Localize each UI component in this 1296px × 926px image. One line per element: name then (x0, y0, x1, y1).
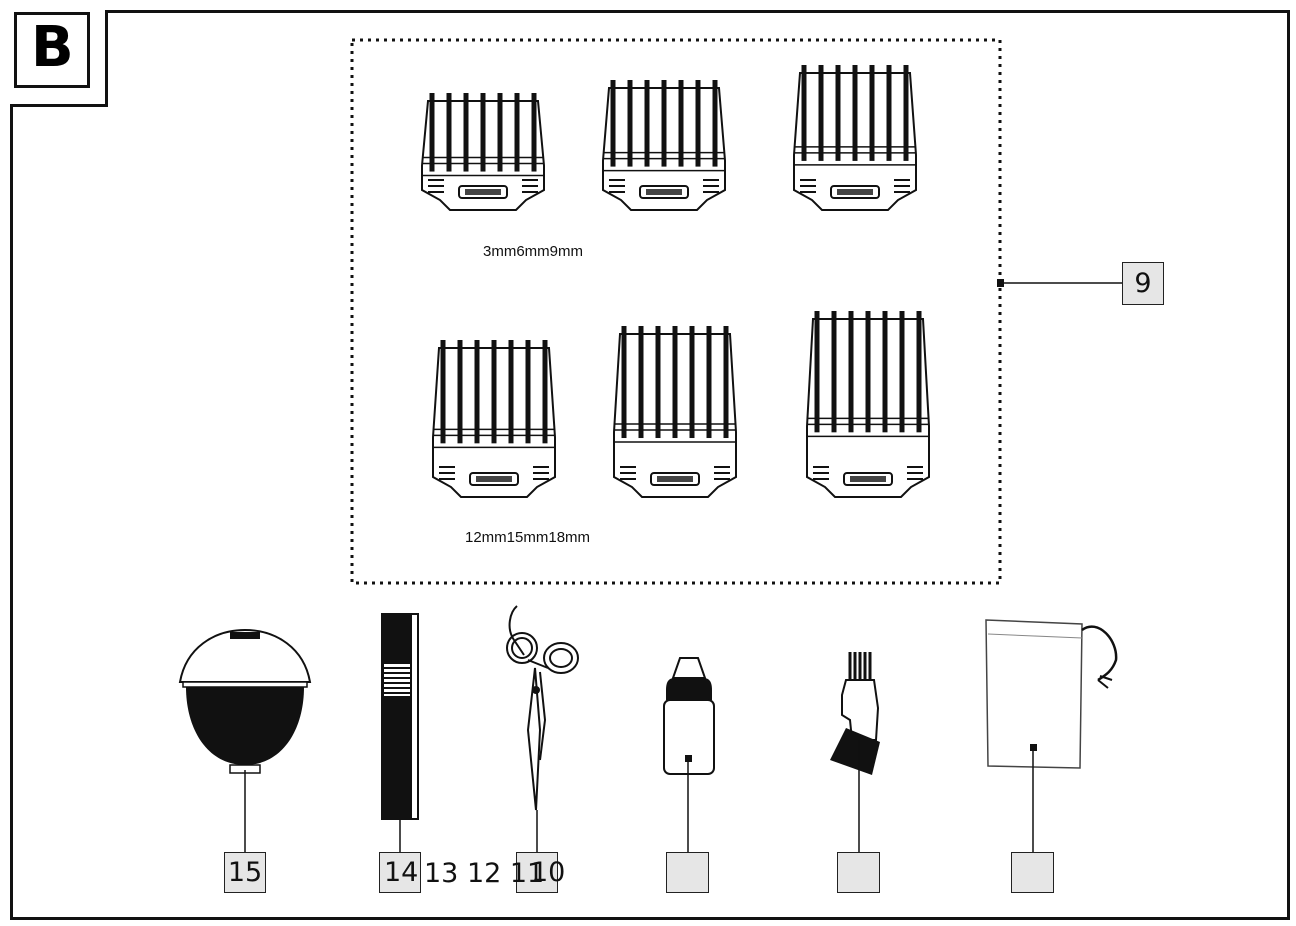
guide-comb-2 (602, 80, 726, 211)
callout-oil-bottle (666, 852, 709, 893)
comb-drawing (381, 613, 419, 820)
guide-comb-5 (613, 326, 737, 498)
trimmer-head-drawing (178, 628, 312, 774)
guide-comb-6 (806, 311, 930, 498)
callout-trimmer-head: 15 (224, 852, 266, 893)
callout-combs: 9 (1122, 262, 1164, 305)
comb-sizes-top-caption: 3mm6mm9mm (483, 243, 583, 260)
callout-cleaning-brush (837, 852, 880, 893)
callout-comb: 14 (379, 852, 421, 893)
guide-comb-3 (793, 65, 917, 211)
callout-storage-pouch (1011, 852, 1054, 893)
callout-overflow-numbers: 13 12 11 (424, 858, 545, 889)
comb-sizes-bottom-caption: 12mm15mm18mm (465, 529, 591, 546)
guide-comb-4 (432, 340, 556, 498)
cleaning-brush-drawing (830, 652, 880, 775)
oil-bottle-drawing (663, 657, 715, 775)
section-letter-box (14, 12, 90, 88)
section-letter: B (31, 15, 74, 80)
guide-comb-1 (421, 93, 545, 211)
guide-combs (421, 65, 930, 498)
storage-pouch-drawing (985, 619, 1118, 769)
scissors-drawing (506, 605, 579, 811)
callout-scissors: 10 (516, 852, 565, 893)
diagram-frame (10, 10, 1290, 920)
guide-comb-group-box (350, 38, 1002, 585)
